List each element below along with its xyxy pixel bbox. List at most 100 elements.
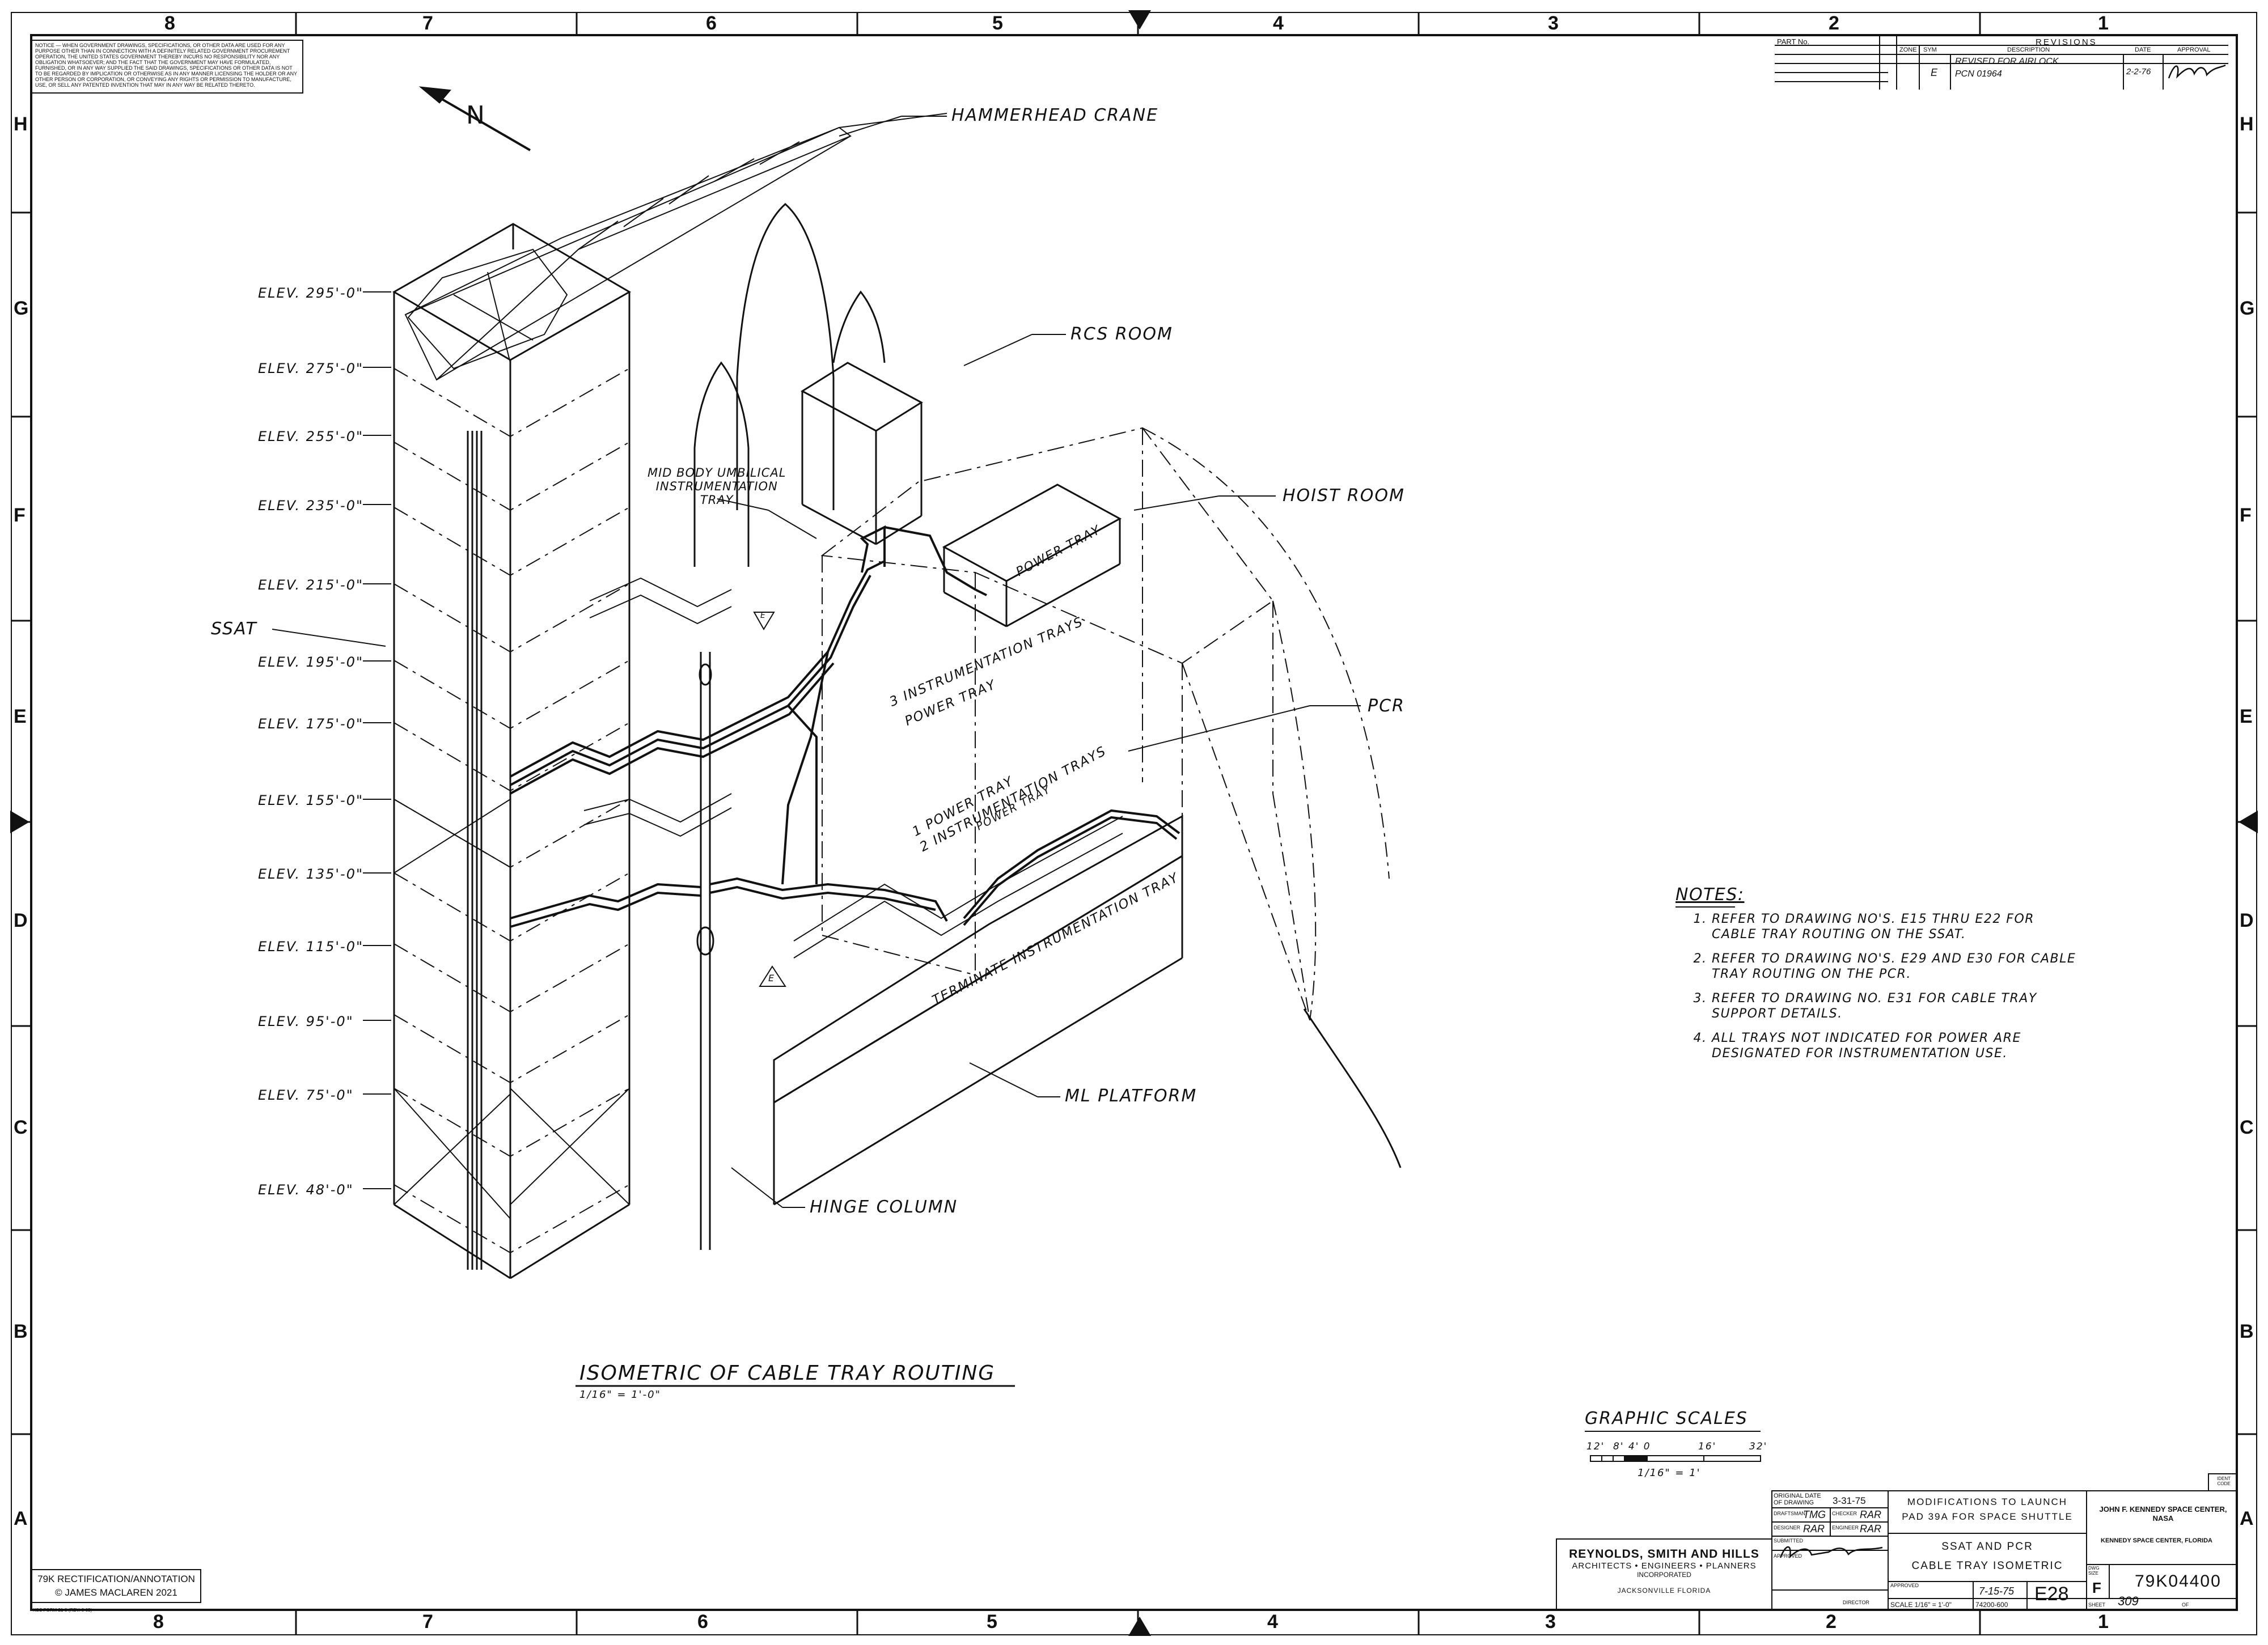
elev-48: ELEV. 48'-0"	[258, 1182, 354, 1198]
callout-ml-platform: ML PLATFORM	[1065, 1086, 1198, 1106]
callout-mid-body-tray: MID BODY UMBILICAL INSTRUMENTATION TRAY	[648, 466, 786, 507]
view-title: ISOMETRIC OF CABLE TRAY ROUTING	[579, 1362, 996, 1385]
zone-col-3-bottom: 3	[1545, 1611, 1556, 1633]
submitted-label: SUBMITTED	[1774, 1538, 1804, 1544]
stamp-line-2: © JAMES MACLAREN 2021	[55, 1587, 177, 1598]
engineer-label: ENGINEER	[1832, 1525, 1859, 1530]
designer-label: DESIGNER	[1774, 1525, 1801, 1530]
zone-row-g-right: G	[2240, 298, 2255, 319]
zone-col-2-top: 2	[1829, 12, 1839, 34]
graphic-scales-title: GRAPHIC SCALES	[1585, 1409, 1748, 1428]
note-4: ALL TRAYS NOT INDICATED FOR POWER ARE DE…	[1712, 1031, 2084, 1061]
firm-incorporated: INCORPORATED	[1637, 1571, 1691, 1579]
notes-title: NOTES:	[1675, 885, 1745, 905]
zone-row-c-left: C	[14, 1117, 28, 1138]
revisions-title: REVISIONS	[2036, 37, 2097, 47]
zone-row-a-left: A	[14, 1508, 28, 1529]
callout-rcs-room: RCS ROOM	[1070, 324, 1173, 344]
zone-row-a-right: A	[2240, 1508, 2254, 1529]
scale-tick-16: 16'	[1698, 1441, 1717, 1452]
cable-trays	[510, 525, 1180, 928]
firm-discipline: ARCHITECTS • ENGINEERS • PLANNERS	[1572, 1561, 1757, 1571]
mid-body-line-3: TRAY	[700, 493, 734, 507]
callout-hinge-column: HINGE COLUMN	[810, 1197, 958, 1217]
sheet-label: SHEET	[2088, 1602, 2106, 1608]
stamp-line-1: 79K RECTIFICATION/ANNOTATION	[37, 1574, 195, 1584]
leader-lines	[272, 116, 1361, 1208]
zone-row-e-left: E	[14, 706, 27, 727]
ssat-risers	[467, 431, 483, 1270]
zone-row-c-right: C	[2240, 1117, 2254, 1138]
hinge-column	[696, 652, 714, 1250]
north-arrow	[418, 86, 531, 151]
revision-table-grid	[1775, 36, 2228, 90]
title-line-4: CABLE TRAY ISOMETRIC	[1911, 1560, 2063, 1572]
dwg-size-label: DWG SIZE	[2088, 1566, 2100, 1576]
callout-hammerhead-crane: HAMMERHEAD CRANE	[951, 105, 1159, 125]
zone-col-1-top: 1	[2098, 12, 2109, 34]
callout-hoist-room: HOIST ROOM	[1283, 486, 1405, 506]
rev-tag-upper: E	[760, 611, 767, 620]
zone-row-f-right: F	[2240, 504, 2252, 526]
rev-header-date: DATE	[2135, 46, 2151, 53]
zone-col-2-bottom: 2	[1826, 1611, 1837, 1633]
rev-header-approval: APPROVAL	[2177, 46, 2211, 53]
rectification-stamp: 79K RECTIFICATION/ANNOTATION © JAMES MAC…	[31, 1569, 201, 1603]
rcs-room	[801, 362, 923, 545]
notes-block: NOTES: REFER TO DRAWING NO'S. E15 THRU E…	[1675, 887, 2084, 1070]
zone-col-8-bottom: 8	[153, 1611, 164, 1633]
pcr-structure	[820, 427, 1274, 976]
note-3: REFER TO DRAWING NO. E31 FOR CABLE TRAY …	[1712, 991, 2084, 1021]
zone-col-7-top: 7	[422, 12, 433, 34]
rev-tag-lower: E	[768, 973, 776, 983]
sheet-of-label: OF	[2182, 1602, 2189, 1608]
pcr-swing-arc	[1303, 1008, 1402, 1168]
rev-row-description: REVISED FOR AIRLOCK	[1955, 57, 2059, 66]
rev-row-description-2: PCN 01964	[1955, 69, 2002, 79]
elev-155: ELEV. 155'-0"	[258, 792, 363, 808]
zone-row-d-right: D	[2240, 910, 2254, 931]
title-line-2: PAD 39A FOR SPACE SHUTTLE	[1902, 1511, 2073, 1522]
elev-75: ELEV. 75'-0"	[258, 1087, 354, 1103]
ssat-floors	[393, 368, 630, 1254]
zone-col-4-bottom: 4	[1267, 1611, 1278, 1633]
hammerhead-crane	[404, 113, 947, 381]
project-number: 74200-600	[1975, 1601, 2008, 1609]
rev-row-sym: E	[1931, 67, 1938, 78]
rev-header-zone: ZONE	[1899, 46, 1917, 53]
rev-triangles	[753, 612, 786, 987]
elev-175: ELEV. 175'-0"	[258, 716, 363, 732]
elev-275: ELEV. 275'-0"	[258, 361, 363, 376]
zone-row-g-left: G	[14, 298, 29, 319]
sheet-number: 309	[2118, 1594, 2139, 1608]
zone-col-3-top: 3	[1548, 12, 1559, 34]
zone-row-h-right: H	[2240, 113, 2254, 135]
draftsman-initials: TMG	[1803, 1509, 1826, 1520]
zone-col-7-bottom: 7	[422, 1611, 433, 1633]
engineer-initials: RAR	[1860, 1523, 1882, 1534]
rev-header-description: DESCRIPTION	[2007, 46, 2050, 53]
zone-col-8-top: 8	[164, 12, 175, 34]
graphic-scale-bar	[1590, 1455, 1761, 1462]
title-line-1: MODIFICATIONS TO LAUNCH	[1907, 1496, 2068, 1507]
zone-ticks	[11, 12, 2257, 1635]
ssat-tower	[392, 223, 631, 1279]
view-scale: 1/16" = 1'-0"	[579, 1389, 661, 1401]
firm-city: JACKSONVILLE FLORIDA	[1617, 1587, 1711, 1595]
drawing-title-bottom: SSAT AND PCR CABLE TRAY ISOMETRIC	[1888, 1541, 2087, 1572]
drawing-title-top: MODIFICATIONS TO LAUNCH PAD 39A FOR SPAC…	[1888, 1496, 2087, 1523]
zone-row-b-left: B	[14, 1321, 28, 1342]
shuttle-stack	[693, 202, 886, 567]
checker-label: CHECKER	[1832, 1511, 1857, 1516]
government-notice-block: NOTICE — WHEN GOVERNMENT DRAWINGS, SPECI…	[31, 40, 303, 94]
mid-body-line-2: INSTRUMENTATION	[655, 480, 778, 493]
submitted-signature	[1779, 1546, 1883, 1559]
zone-col-6-bottom: 6	[697, 1611, 708, 1633]
original-date: 3-31-75	[1833, 1495, 1866, 1506]
sheet-id: E28	[2034, 1583, 2069, 1605]
dwg-size: F	[2092, 1579, 2101, 1596]
title-block-grid	[1556, 1473, 2237, 1610]
agency-location: KENNEDY SPACE CENTER, FLORIDA	[2101, 1537, 2213, 1544]
